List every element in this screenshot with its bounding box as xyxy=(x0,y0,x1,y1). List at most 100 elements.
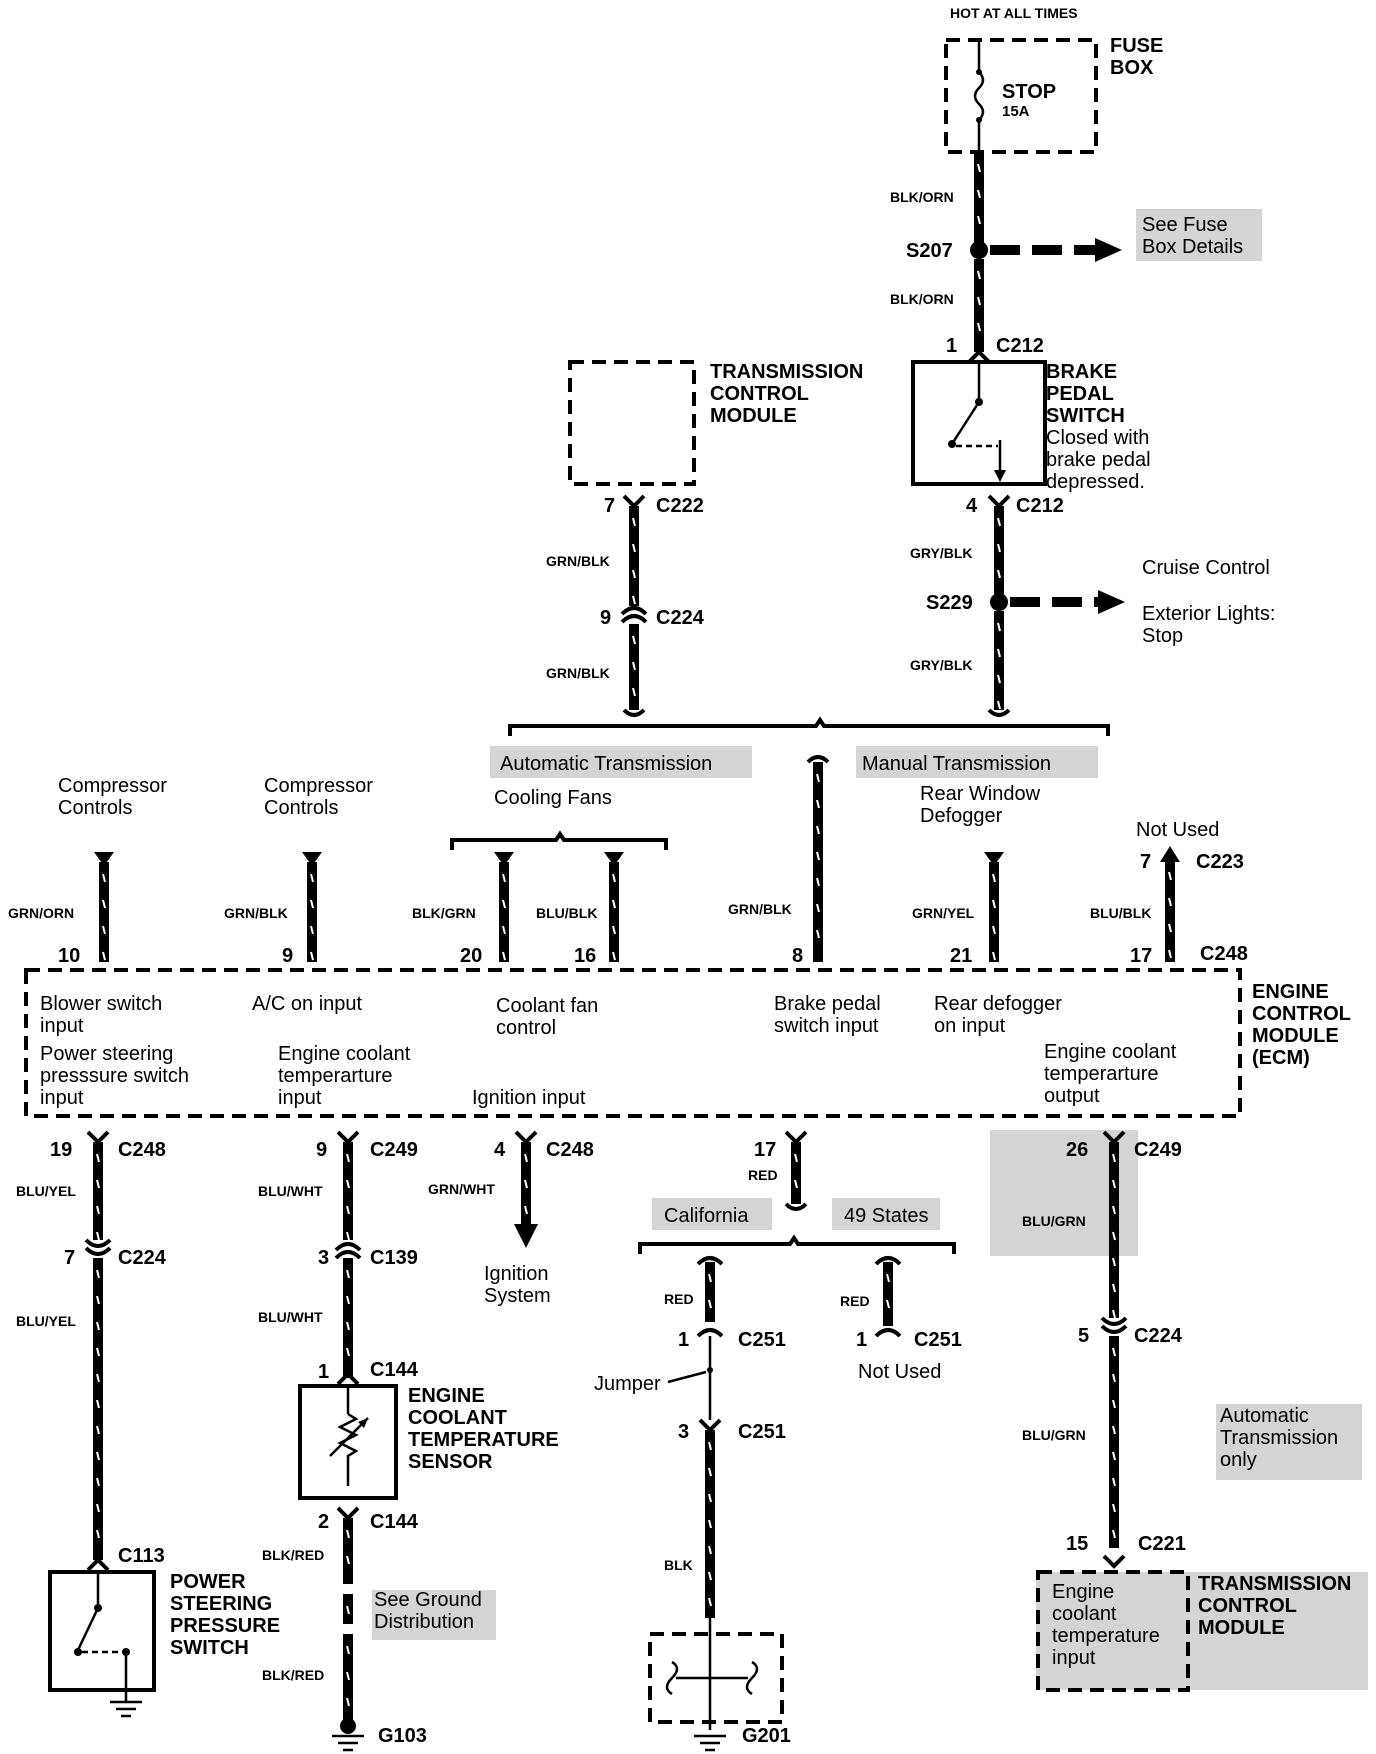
compressor-2-line-2: Controls xyxy=(264,797,338,819)
wire-color-label: RED xyxy=(664,1291,694,1307)
conn-label: C251 xyxy=(914,1329,962,1351)
wire-color-label: BLU/BLK xyxy=(536,905,597,921)
ecm-ac: A/C on input xyxy=(252,993,363,1015)
ects-title-4: SENSOR xyxy=(408,1451,493,1473)
ground-icon xyxy=(332,1734,364,1752)
tcm-top-mid-conn: C224 xyxy=(656,607,705,629)
brake-title-2: PEDAL xyxy=(1046,383,1114,405)
ground-icon xyxy=(694,1734,726,1752)
wire-color-label: BLU/BLK xyxy=(1090,905,1151,921)
tcm-bottom-title-1: TRANSMISSION xyxy=(1198,1573,1351,1595)
variant-brace-bottom xyxy=(638,1234,956,1254)
arrow-icon xyxy=(1098,590,1125,614)
pin-label: 15 xyxy=(1066,1533,1088,1555)
tcm-top-mid-pin: 9 xyxy=(600,607,611,629)
ecm-blower-2: input xyxy=(40,1015,84,1037)
wire-color-label: GRY/BLK xyxy=(910,657,972,673)
fuse-box-label-1: FUSE xyxy=(1110,35,1163,57)
s229-dest-3: Stop xyxy=(1142,625,1183,647)
see-fuse-highlight xyxy=(1136,209,1262,261)
manual-label: Manual Transmission xyxy=(862,753,1051,775)
ecm-defog-1: Rear defogger xyxy=(934,993,1062,1015)
ecm-blower-1: Blower switch xyxy=(40,993,162,1015)
thermistor-icon xyxy=(337,1412,359,1486)
c223-label: C223 xyxy=(1196,851,1244,873)
ground-g201-box xyxy=(648,1632,784,1724)
pin-label: 19 xyxy=(50,1139,72,1161)
fuse-rating: 15A xyxy=(1002,103,1030,120)
wire-color-label: BLU/WHT xyxy=(258,1183,323,1199)
wire-color-label: GRN/BLK xyxy=(546,553,610,569)
ecm-pin: 10 xyxy=(58,945,80,967)
tcm-input-3: temperature xyxy=(1052,1625,1160,1647)
conn-label: C139 xyxy=(370,1247,418,1269)
ecm-ect-in-3: input xyxy=(278,1087,322,1109)
ecm-pin: 9 xyxy=(282,945,293,967)
pin-label: 7 xyxy=(64,1247,75,1269)
cooling-fans-label: Cooling Fans xyxy=(494,787,612,809)
tcm-bottom-title-2: CONTROL xyxy=(1198,1595,1297,1617)
hot-label: HOT AT ALL TIMES xyxy=(950,5,1078,21)
auto-only-2: Transmission xyxy=(1220,1427,1338,1449)
conn-label: C251 xyxy=(738,1421,786,1443)
conn-label: C251 xyxy=(738,1329,786,1351)
automatic-label: Automatic Transmission xyxy=(500,753,712,775)
compressor-1-line-2: Controls xyxy=(58,797,132,819)
conn-label: C248 xyxy=(546,1139,594,1161)
auto-only-1: Automatic xyxy=(1220,1405,1309,1427)
49-states-label: 49 States xyxy=(844,1205,929,1227)
tcm-top-pin: 7 xyxy=(604,495,615,517)
arrow-icon xyxy=(514,1224,538,1248)
automatic-highlight xyxy=(490,746,752,778)
manual-highlight xyxy=(856,746,1098,778)
engine-coolant-temperature-sensor xyxy=(298,1384,398,1500)
brake-pin-in: 1 xyxy=(946,335,957,357)
wire-color-label: BLK/RED xyxy=(262,1547,324,1563)
ground-icon xyxy=(110,1700,142,1718)
tcm-top xyxy=(568,360,696,486)
brake-title-1: BRAKE xyxy=(1046,361,1117,383)
conn-label: C113 xyxy=(118,1545,165,1567)
ecm-ect-in-2: temperarture xyxy=(278,1065,393,1087)
brake-note-2: brake pedal xyxy=(1046,449,1151,471)
brake-note-1: Closed with xyxy=(1046,427,1149,449)
splice-s207-label: S207 xyxy=(906,240,953,262)
wire-color-label: BLK/RED xyxy=(262,1667,324,1683)
conn-label: C144 xyxy=(370,1359,419,1381)
fuse-box-label-2: BOX xyxy=(1110,57,1154,79)
ects-title-2: COOLANT xyxy=(408,1407,507,1429)
pin-label: 1 xyxy=(318,1361,329,1383)
rear-defogger-line-1: Rear Window xyxy=(920,783,1041,805)
transmission-brace xyxy=(508,716,1110,736)
wire-color-label: GRN/YEL xyxy=(912,905,975,921)
wire-color-label: GRN/BLK xyxy=(224,905,288,921)
brake-note-3: depressed. xyxy=(1046,471,1145,493)
49-states-highlight xyxy=(832,1198,940,1230)
ecm-ignition: Ignition input xyxy=(472,1087,586,1109)
ecm-coolant-fan-1: Coolant fan xyxy=(496,995,598,1017)
pin-label: 9 xyxy=(316,1139,327,1161)
s229-dest-2: Exterior Lights: xyxy=(1142,603,1275,625)
wire-color-label: BLK/ORN xyxy=(890,189,954,205)
ecm-defog-2: on input xyxy=(934,1015,1006,1037)
tcm-top-title-3: MODULE xyxy=(710,405,797,427)
splice-s229-label: S229 xyxy=(926,592,973,614)
wire-color-label: GRN/BLK xyxy=(546,665,610,681)
wire-color-label: BLK/ORN xyxy=(890,291,954,307)
pss-title-3: PRESSURE xyxy=(170,1615,280,1637)
pin-label: 2 xyxy=(318,1511,329,1533)
see-fuse-line-1: See Fuse xyxy=(1142,214,1228,236)
ecm-ps-3: input xyxy=(40,1087,84,1109)
fuse-name: STOP xyxy=(1002,81,1056,103)
tcm-input-2: coolant xyxy=(1052,1603,1117,1625)
ecm-brake-1: Brake pedal xyxy=(774,993,881,1015)
tcm-input-1: Engine xyxy=(1052,1581,1114,1603)
tcm-top-title-1: TRANSMISSION xyxy=(710,361,863,383)
ecm-title-2: CONTROL xyxy=(1252,1003,1351,1025)
ecm-coolant-fan-2: control xyxy=(496,1017,556,1039)
compressor-2-line-1: Compressor xyxy=(264,775,373,797)
wire-color-label: BLK xyxy=(664,1557,693,1573)
ecm-ps-2: presssure switch xyxy=(40,1065,189,1087)
tcm-bottom-highlight xyxy=(1036,1572,1368,1690)
